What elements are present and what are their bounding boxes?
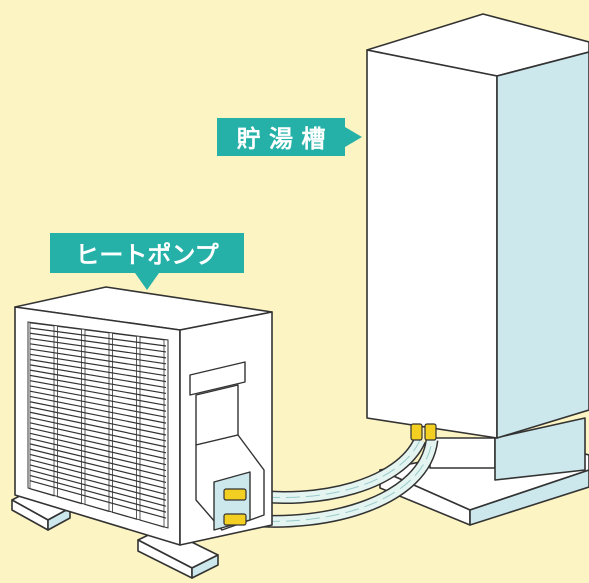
- grille-line: [29, 411, 167, 442]
- grille-line: [29, 469, 167, 507]
- handle: [189, 361, 246, 396]
- grille-line: [29, 337, 167, 359]
- grille-line: [29, 348, 167, 371]
- grille-line: [29, 422, 167, 454]
- grille-line: [29, 385, 167, 412]
- grille-line: [29, 353, 167, 377]
- grille-line: [29, 395, 167, 424]
- tank-side: [496, 51, 589, 439]
- grille-line: [29, 332, 167, 353]
- grille-line: [29, 474, 167, 513]
- heat-pump-label-text: ヒートポンプ: [75, 241, 219, 269]
- grille-line: [29, 480, 167, 519]
- grille-line: [29, 438, 167, 472]
- grille-line: [29, 390, 167, 418]
- tank-front: [366, 49, 498, 439]
- fan-grille: [27, 321, 169, 529]
- grille-line: [29, 432, 167, 466]
- tank-fittings: [410, 423, 437, 441]
- grille-line: [29, 459, 167, 495]
- grille-line: [29, 416, 167, 448]
- tank-plinth-front: [429, 437, 496, 469]
- grille-line: [29, 453, 167, 489]
- tank-base-side: [469, 469, 589, 526]
- grille-line: [29, 406, 167, 436]
- grille-line: [29, 343, 167, 365]
- grille-line: [29, 443, 167, 478]
- grille-line: [29, 380, 167, 406]
- tank-label-text: 貯 湯 槽: [237, 125, 326, 153]
- grille-line: [29, 369, 167, 395]
- heat-pump-fittings: [223, 488, 247, 526]
- refrigerant-pipes: [245, 436, 439, 528]
- grille-line: [29, 401, 167, 430]
- grille-line: [29, 464, 167, 501]
- grille-line: [29, 359, 167, 383]
- grille-line: [29, 327, 167, 347]
- grille-line: [29, 427, 167, 460]
- grille-line: [29, 448, 167, 484]
- grille-line: [29, 374, 167, 400]
- tank-label: 貯 湯 槽: [217, 118, 362, 156]
- heat-pump-label: ヒートポンプ: [50, 233, 244, 290]
- tank-plinth-side: [494, 417, 586, 481]
- grille-line: [29, 364, 167, 389]
